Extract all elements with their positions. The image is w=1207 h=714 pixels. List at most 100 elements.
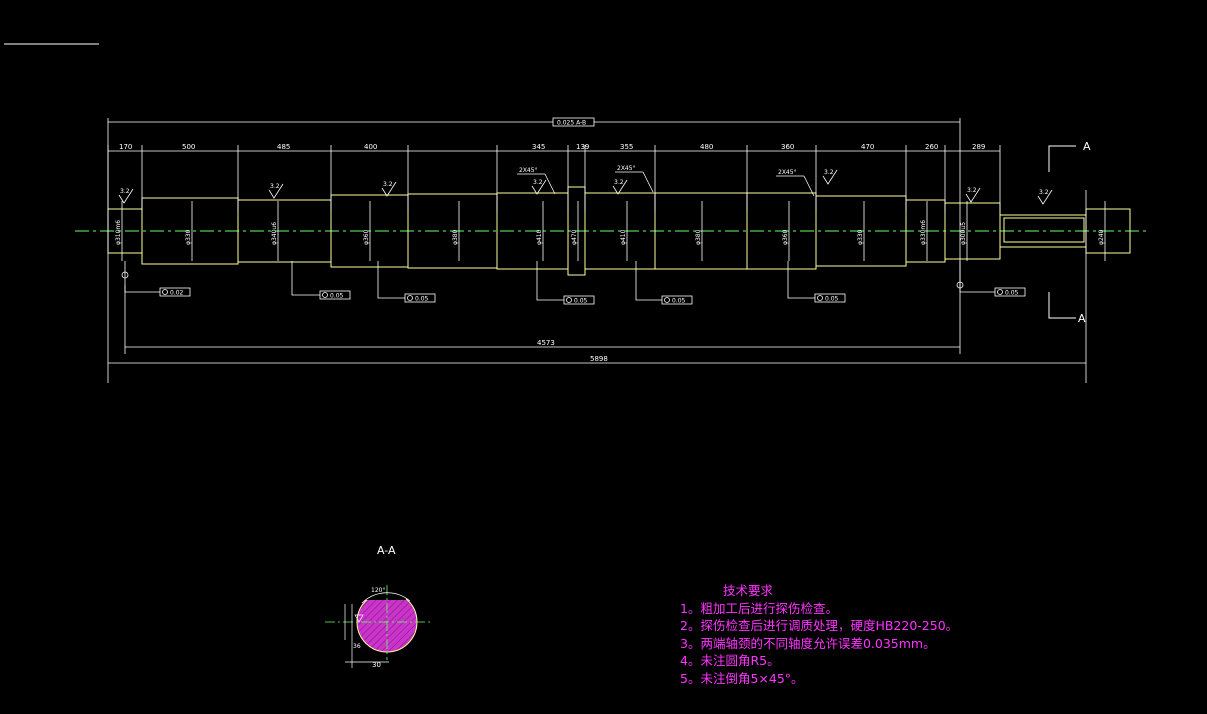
runout-leader (787, 261, 815, 299)
diameter-label: φ240 (1098, 229, 1105, 245)
runout-symbol (817, 295, 823, 301)
diameter-label: φ410 (536, 229, 543, 245)
runout-symbol (322, 292, 328, 298)
diameter-label: φ300u5 (960, 222, 967, 245)
surface-roughness-label: 3.2 (614, 179, 624, 186)
top-dimension-label: 400 (364, 143, 377, 151)
surface-roughness-label: 3.2 (967, 187, 977, 194)
top-dimension-label: 345 (532, 143, 545, 151)
tolerance-frame-top: 0.025 A-B (108, 117, 960, 127)
surface-roughness-label: 3.2 (824, 169, 834, 176)
surface-roughness-label: 3.2 (120, 188, 130, 195)
runout-leader (124, 261, 160, 293)
runout-tolerance-label: 0.05 (825, 296, 839, 303)
requirement-item-2: 2。探伤检查后进行调质处理，硬度HB220-250。 (680, 618, 959, 633)
section-title: A-A (377, 544, 396, 557)
top-dimension-label: 139 (576, 143, 589, 151)
diameter-label: φ380 (452, 229, 459, 245)
runout-frame (994, 287, 1026, 297)
runout-tolerance-label: 0.05 (415, 296, 429, 303)
datum-marker (956, 281, 964, 289)
dimension-labels: 170 500 485 400 345 139 355 480 360 470 260 289 4573… (115, 143, 1105, 363)
runout-symbol (664, 297, 670, 303)
surface-roughness-symbol (822, 169, 838, 185)
section-label-bottom: A (1078, 312, 1086, 325)
runout-frame (159, 287, 191, 297)
diameter-label: φ330m6 (920, 220, 927, 245)
keyway-slot (1003, 217, 1085, 243)
diameter-label: φ380 (695, 229, 702, 245)
runout-tolerance-label: 0.02 (170, 290, 184, 297)
top-dimension-label: 289 (972, 143, 985, 151)
section-cut-markers (1048, 145, 1076, 319)
surface-roughness-symbol (1037, 189, 1053, 205)
top-dimension-label: 500 (182, 143, 195, 151)
chamfer-leader (642, 171, 654, 193)
diameter-label: φ340u6 (271, 222, 278, 245)
surface-roughness-symbol (268, 183, 284, 199)
runout-leader (536, 261, 564, 301)
runout-tolerance-label: 0.05 (330, 293, 344, 300)
shaft-outline (107, 186, 1131, 276)
surface-roughness-symbol (612, 179, 628, 195)
top-dimension-label: 170 (119, 143, 132, 151)
runout-frame (814, 293, 846, 303)
requirement-item-3: 3。两端轴颈的不同轴度允许误差0.035mm。 (680, 635, 936, 651)
section-width-label: 30 (372, 661, 381, 669)
diameter-label: φ330 (185, 229, 192, 245)
tolerance-frame-text: 0.025 A-B (557, 120, 586, 127)
surface-roughness-label: 3.2 (383, 181, 393, 188)
chamfer-label: 2X45° (617, 165, 636, 172)
chamfer-label: 2X45° (778, 169, 797, 176)
surface-roughness-symbol (118, 188, 134, 204)
runout-frame (319, 290, 351, 300)
runout-symbol (997, 289, 1003, 295)
requirement-item-1: 1。粗加工后进行探伤检查。 (680, 600, 838, 616)
diameter-label: φ330 (857, 229, 864, 245)
surface-roughness-label: 3.2 (533, 179, 543, 186)
section-label-top: A (1083, 140, 1091, 153)
runout-symbol (162, 289, 168, 295)
runout-leader (291, 261, 320, 296)
runout-symbol (566, 297, 572, 303)
datum-marker (121, 271, 129, 279)
top-dimension-label: 485 (277, 143, 290, 151)
runout-frame (661, 295, 693, 305)
runout-leader (959, 261, 995, 293)
diameter-label: φ360 (363, 229, 370, 245)
diameter-label: φ410 (620, 229, 627, 245)
section-angle-label: 120° (371, 587, 385, 594)
runout-leader (635, 261, 662, 301)
section-depth-label: 36 (353, 643, 361, 650)
technical-requirements-title: 技术要求 (723, 583, 774, 598)
diameter-label: φ310m6 (115, 220, 122, 245)
requirement-item-4: 4。未注圆角R5。 (680, 653, 780, 668)
top-dimension-label: 470 (861, 143, 874, 151)
surface-roughness-symbol (965, 187, 981, 203)
cross-section-a-a (325, 585, 432, 668)
surface-roughness-label: 3.2 (270, 183, 280, 190)
dimension-label-total-length: 5898 (590, 355, 608, 363)
runout-tolerance-label: 0.05 (574, 298, 588, 305)
top-dimension-label: 355 (620, 143, 633, 151)
runout-frame (563, 295, 595, 305)
requirement-item-5: 5。未注倒角5×45°。 (680, 670, 804, 686)
dimension-label-between-bearings: 4573 (537, 339, 555, 347)
surface-roughness-label: 3.2 (1039, 189, 1049, 196)
top-dimension-label: 480 (700, 143, 713, 151)
surface-roughness-symbol (381, 181, 397, 197)
chamfer-leader (803, 175, 815, 197)
runout-leader (377, 261, 405, 299)
technical-requirements: 技术要求 1。粗加工后进行探伤检查。 2。探伤检查后进行调质处理，硬度HB220… (680, 582, 958, 687)
surface-roughness-symbol (531, 179, 547, 195)
runout-tolerance-label: 0.05 (672, 298, 686, 305)
top-dimension-label: 360 (781, 143, 794, 151)
chamfer-label: 2X45° (519, 167, 538, 174)
diameter-label: φ360 (782, 229, 789, 245)
runout-frame (404, 293, 436, 303)
top-dimension-label: 260 (925, 143, 938, 151)
runout-tolerance-label: 0.05 (1005, 290, 1019, 297)
diameter-label: φ470 (571, 229, 578, 245)
dimension-lines (107, 118, 1106, 383)
